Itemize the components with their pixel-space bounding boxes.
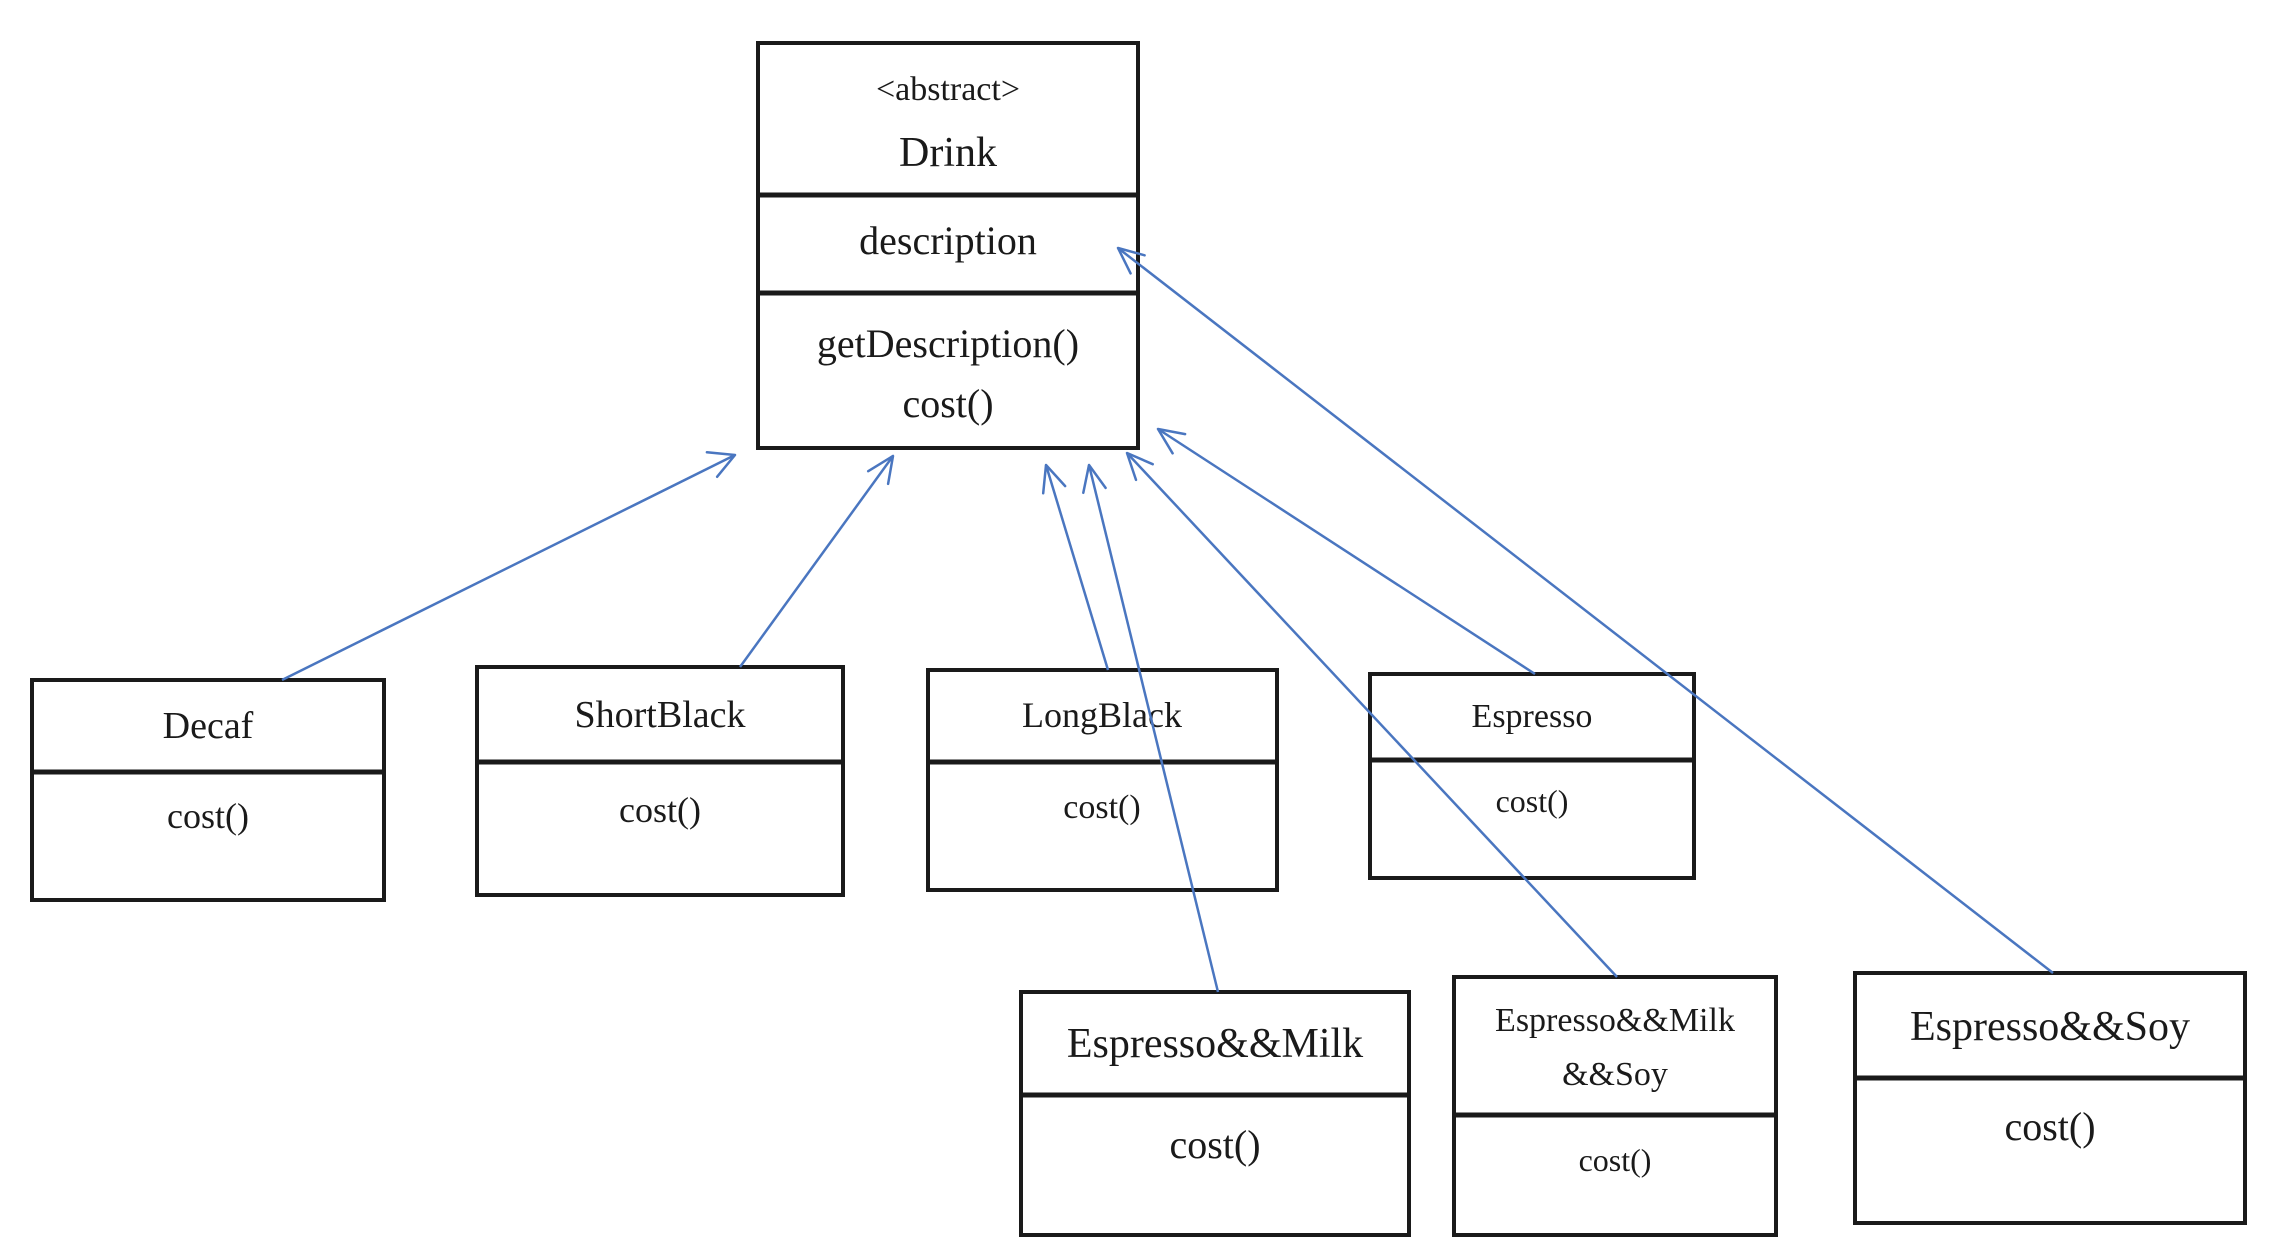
inheritance-arrow [1082, 463, 1220, 993]
espresso-class-name: Espresso [1472, 698, 1593, 735]
espresso-soy-class-box: Espresso&&Soy cost() [1853, 971, 2247, 1225]
decaf-class-box: Decaf cost() [30, 678, 386, 902]
drink-method: getDescription() [817, 321, 1079, 366]
espresso-milk-class-name: Espresso&&Milk [1067, 1021, 1363, 1067]
espresso-class-box: Espresso cost() [1368, 672, 1696, 880]
espresso-soy-method: cost() [2004, 1104, 2095, 1149]
inheritance-arrows [281, 246, 2054, 993]
inheritance-arrow [1116, 246, 2054, 974]
espresso-milk-class-box: Espresso&&Milk cost() [1019, 990, 1411, 1237]
longblack-method: cost() [1063, 789, 1140, 826]
shortblack-method: cost() [619, 790, 701, 830]
espresso-soy-class-name: Espresso&&Soy [1910, 1004, 2190, 1050]
drink-attribute: description [859, 218, 1037, 263]
drink-class-box: <abstract> Drink description getDescript… [756, 41, 1140, 450]
espresso-method: cost() [1496, 783, 1569, 819]
drink-class-name: Drink [899, 130, 997, 176]
decaf-class-name: Decaf [163, 705, 254, 747]
longblack-class-box: LongBlack cost() [926, 668, 1279, 892]
inheritance-arrow [1125, 451, 1618, 978]
shortblack-class-box: ShortBlack cost() [475, 665, 845, 897]
espresso-milk-soy-class-box: Espresso&&Milk &&Soy cost() [1452, 975, 1778, 1237]
shortblack-class-name: ShortBlack [575, 694, 746, 736]
drink-method: cost() [902, 381, 993, 426]
inheritance-arrow [281, 450, 737, 682]
inheritance-arrow [1041, 463, 1110, 671]
espresso-milk-soy-class-name: &&Soy [1562, 1056, 1668, 1093]
decaf-method: cost() [167, 796, 249, 836]
espresso-milk-soy-method: cost() [1579, 1142, 1652, 1178]
drink-stereotype: <abstract> [876, 71, 1020, 108]
espresso-milk-soy-class-name: Espresso&&Milk [1495, 1002, 1735, 1039]
espresso-milk-method: cost() [1169, 1122, 1260, 1167]
inheritance-arrow [1156, 427, 1536, 676]
inheritance-arrow [738, 454, 895, 668]
longblack-class-name: LongBlack [1022, 695, 1182, 735]
